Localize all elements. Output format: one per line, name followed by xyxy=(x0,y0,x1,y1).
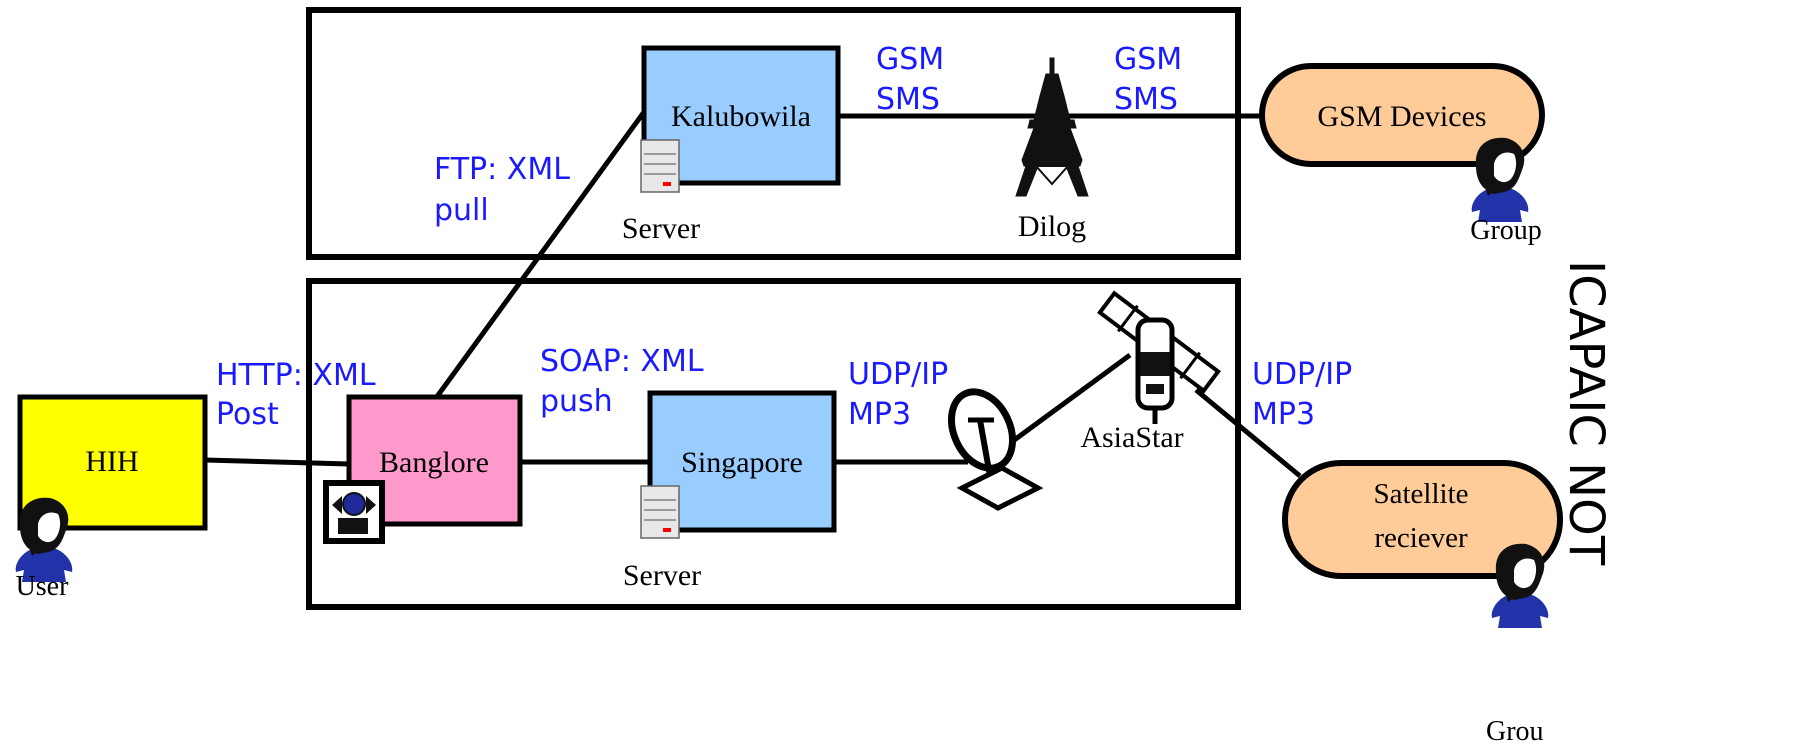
http-label-line2: Post xyxy=(216,397,279,432)
admin-person-icon xyxy=(323,480,385,544)
group-bottom-caption: Grou xyxy=(1486,716,1544,747)
gsm-devices-node[interactable] xyxy=(1259,63,1545,167)
group-bottom-person-icon xyxy=(1491,543,1549,628)
protocol-labels: HTTP: XML Post FTP: XML pull SOAP: XML p… xyxy=(216,42,1352,432)
top-frame xyxy=(306,7,1241,260)
asiastar-caption: AsiaStar xyxy=(1080,421,1183,454)
bottom-frame xyxy=(306,278,1241,610)
server-top-caption: Server xyxy=(622,212,700,245)
http-label-line1: HTTP: XML xyxy=(216,358,376,393)
gsm1-label-line2: SMS xyxy=(876,82,940,117)
group-top-person-icon xyxy=(1471,137,1529,222)
vertical-side-text: ICAPAIC NOT xyxy=(1558,260,1614,566)
transmission-tower-icon xyxy=(1015,57,1089,197)
udp1-label-line2: MP3 xyxy=(848,397,911,432)
udp1-label-line1: UDP/IP xyxy=(848,357,948,392)
singapore-node[interactable] xyxy=(647,390,837,533)
udp2-label-line1: UDP/IP xyxy=(1252,357,1352,392)
satellite-receiver-label-line2: reciever xyxy=(1374,522,1468,554)
satellite-dish-icon xyxy=(948,388,1044,511)
user-person-icon xyxy=(15,497,73,582)
hih-label: HIH xyxy=(85,445,138,478)
gsm1-label-line1: GSM xyxy=(876,42,944,77)
hih-node[interactable] xyxy=(17,394,208,531)
link-hih-banglore xyxy=(204,457,350,467)
singapore-label: Singapore xyxy=(681,446,803,479)
gsm2-label-line1: GSM xyxy=(1114,42,1182,77)
link-satellite-receiver xyxy=(1194,388,1302,478)
dilog-caption: Dilog xyxy=(1018,210,1086,243)
kalubowila-node[interactable] xyxy=(641,45,841,186)
user-caption: User xyxy=(16,571,70,602)
soap-label-line2: push xyxy=(540,384,613,419)
server-top-icon xyxy=(640,139,680,193)
ftp-label-line2: pull xyxy=(434,193,489,228)
satellite-icon xyxy=(1097,290,1221,424)
kalubowila-label: Kalubowila xyxy=(671,100,811,133)
server-bottom-icon xyxy=(640,485,680,539)
banglore-label: Banglore xyxy=(379,446,489,479)
gsm-devices-label: GSM Devices xyxy=(1317,100,1486,133)
server-bottom-caption: Server xyxy=(623,559,701,592)
soap-label-line1: SOAP: XML xyxy=(540,344,704,379)
ftp-label-line1: FTP: XML xyxy=(434,152,570,187)
link-dish-satellite xyxy=(996,352,1132,455)
udp2-label-line2: MP3 xyxy=(1252,397,1315,432)
group-top-caption: Group xyxy=(1470,215,1542,246)
satellite-receiver-node[interactable] xyxy=(1282,460,1563,579)
gsm2-label-line2: SMS xyxy=(1114,82,1178,117)
satellite-receiver-label-line1: Satellite xyxy=(1373,478,1468,510)
